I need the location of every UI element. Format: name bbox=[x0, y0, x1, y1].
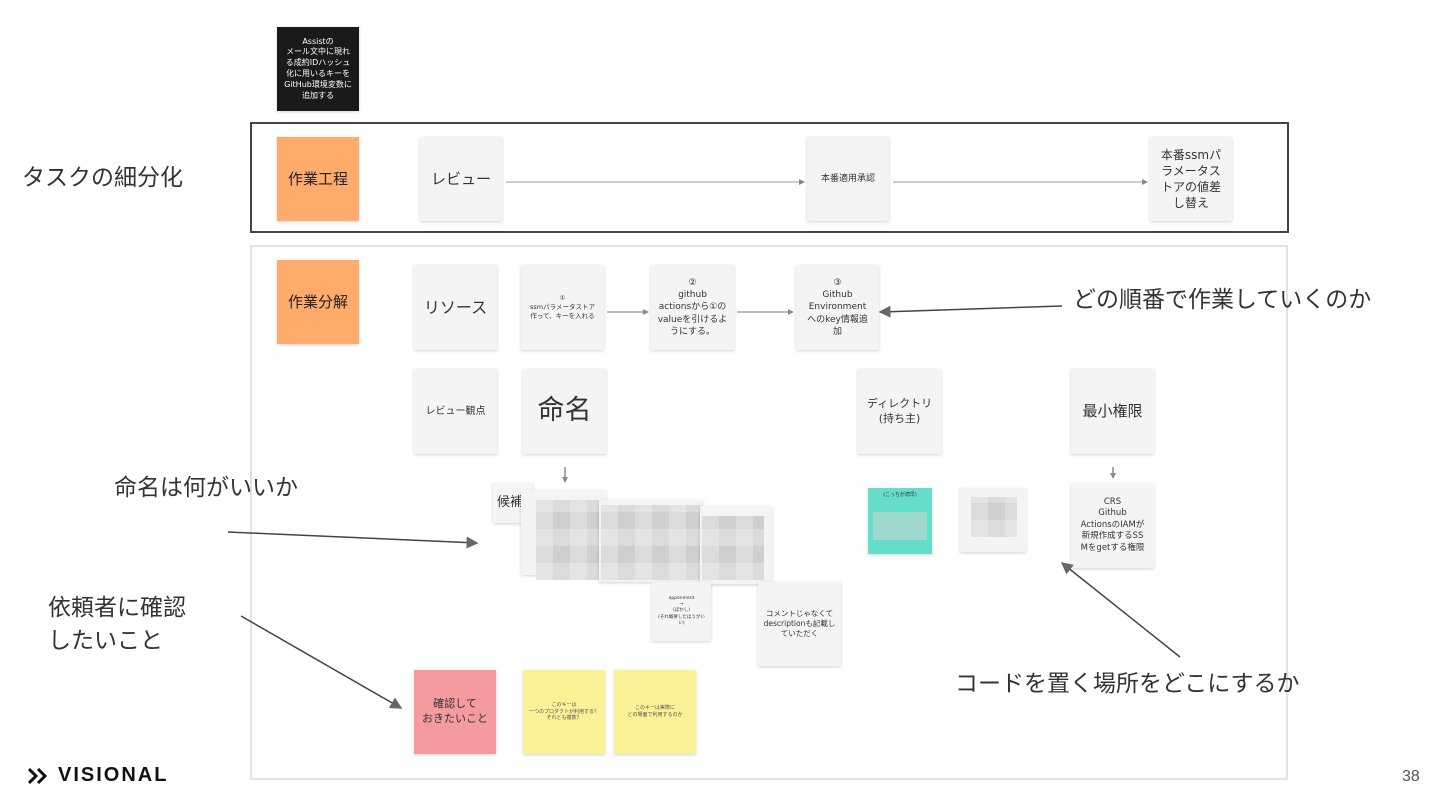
yellow-note-1[interactable]: このキーは 一つのプロダクトが利用する？ それとも複数？ bbox=[523, 670, 605, 754]
step3-note[interactable]: ③ Github Environment へのkey情報追 加 bbox=[796, 265, 879, 350]
resource-note[interactable]: リソース bbox=[414, 265, 497, 350]
naming-note[interactable]: 命名 bbox=[523, 369, 606, 454]
replace-note[interactable]: 本番ssmパ ラメータス トアの値差 し替え bbox=[1150, 137, 1232, 221]
sticky-note-assist[interactable]: Assistの メール文中に現れ る成約IDハッシュ 化に用いるキーを GitH… bbox=[277, 27, 359, 111]
directory-note[interactable]: ディレクトリ (持ち主) bbox=[858, 369, 941, 454]
process-note[interactable]: 作業工程 bbox=[277, 137, 359, 221]
blurred-directory-candidate bbox=[971, 497, 1017, 537]
teal-note-label: (こっちが適早) bbox=[883, 492, 917, 498]
process-frame[interactable] bbox=[250, 122, 1289, 233]
step2-note[interactable]: ② github actionsから①の valueを引けるよ うにする。 bbox=[651, 265, 734, 350]
logo-chevron-icon bbox=[28, 767, 48, 784]
task-breakdown-label: タスクの細分化 bbox=[22, 165, 183, 191]
page-number: 38 bbox=[1402, 768, 1420, 785]
confirm-note[interactable]: 確認して おきたいこと bbox=[414, 670, 496, 754]
order-label: どの順番で作業していくのか bbox=[1073, 287, 1372, 313]
decompose-note[interactable]: 作業分解 bbox=[277, 260, 359, 344]
step1-note[interactable]: ① ssmパラメータストア 作って、キーを入れる bbox=[521, 265, 604, 350]
confirm-label: 依頼者に確認 したいこと bbox=[48, 595, 186, 655]
comment-note[interactable]: コメントじゃなくて descriptionも記載し ていただく bbox=[758, 582, 841, 666]
blurred-candidate-2 bbox=[601, 505, 701, 580]
yellow-note-2[interactable]: このキーは実際に どの場面で利用するのか bbox=[614, 670, 696, 754]
min-perm-note[interactable]: 最小権限 bbox=[1071, 369, 1154, 454]
crs-note[interactable]: CRS Github ActionsのIAMが 新規作成するSS Mをgetする… bbox=[1071, 483, 1154, 568]
appenment-note[interactable]: appenment → (ぼかし) (それ概要したほうがいい) bbox=[652, 582, 711, 641]
naming-label: 命名は何がいいか bbox=[114, 475, 298, 501]
blurred-teal-content bbox=[873, 512, 927, 540]
review-point-note[interactable]: レビュー観点 bbox=[414, 369, 497, 454]
review-note[interactable]: レビュー bbox=[420, 137, 502, 221]
logo-text: VISIONAL bbox=[58, 764, 169, 786]
blurred-candidate-3 bbox=[702, 516, 764, 580]
blurred-candidate-1 bbox=[536, 500, 604, 580]
visional-logo: VISIONAL bbox=[28, 764, 168, 787]
approve-note[interactable]: 本番適用承認 bbox=[807, 137, 889, 221]
code-place-label: コードを置く場所をどこにするか bbox=[955, 671, 1300, 697]
decompose-frame[interactable] bbox=[250, 245, 1288, 780]
